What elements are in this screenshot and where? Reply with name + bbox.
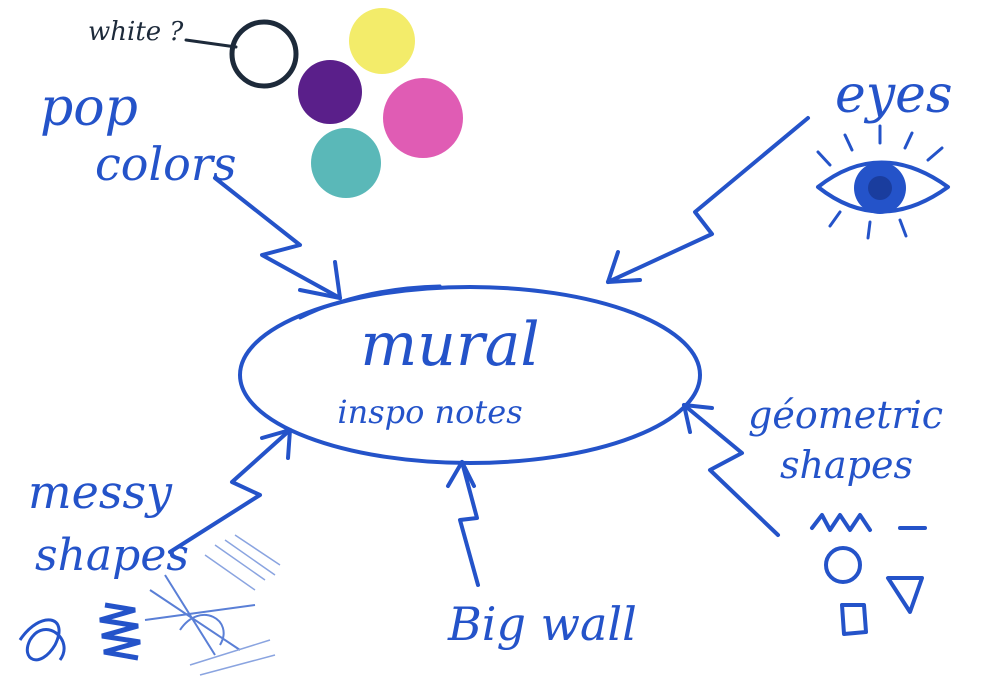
zigzag-shape <box>810 513 872 532</box>
central-subtitle: inspo notes <box>337 393 522 431</box>
pink-swatch <box>383 78 463 158</box>
arrowhead-eyes <box>606 250 642 284</box>
arrowhead-pop-colors <box>298 260 342 300</box>
node-pop-colors-line1: pop <box>40 78 138 138</box>
central-oval-sketch-stroke <box>298 284 442 320</box>
arrow-big-wall <box>458 460 480 587</box>
white-swatch <box>229 19 299 89</box>
color-swatches: white ? <box>88 8 463 198</box>
central-oval <box>238 285 702 465</box>
node-big-wall-label: Big wall <box>447 597 637 651</box>
arrow-messy-shapes <box>168 428 292 554</box>
node-messy-shapes-line2: shapes <box>35 530 189 581</box>
white-note-pointer <box>184 38 238 49</box>
node-geometric-shapes[interactable]: géometric shapes <box>748 393 943 487</box>
node-messy-shapes[interactable]: messy shapes <box>28 465 189 581</box>
triangle-shape <box>886 576 924 614</box>
messy-scribbles <box>18 534 281 676</box>
node-geometric-shapes-line1: géometric <box>748 393 943 437</box>
square-shape <box>840 603 868 636</box>
arrowhead-geometric-shapes <box>682 403 714 434</box>
white-note-label: white ? <box>88 17 184 47</box>
node-messy-shapes-line1: messy <box>28 465 173 519</box>
node-pop-colors[interactable]: pop colors <box>40 78 236 191</box>
circle-shape <box>824 546 862 584</box>
node-geometric-shapes-line2: shapes <box>780 443 913 487</box>
node-eyes[interactable]: eyes <box>835 65 953 125</box>
arrow-pop-colors <box>213 176 342 300</box>
arrow-eyes <box>606 116 810 284</box>
central-title: mural <box>360 310 539 380</box>
yellow-swatch <box>349 8 415 74</box>
node-eyes-label: eyes <box>835 65 953 125</box>
central-node[interactable]: mural inspo notes <box>238 284 702 465</box>
eye-icon <box>816 124 950 240</box>
geometric-icons <box>810 513 927 636</box>
node-big-wall[interactable]: Big wall <box>447 597 637 651</box>
node-pop-colors-line2: colors <box>95 137 236 191</box>
arrow-geometric-shapes <box>682 403 780 537</box>
teal-swatch <box>311 128 381 198</box>
purple-swatch <box>298 60 362 124</box>
arrowhead-messy-shapes <box>260 428 292 460</box>
arrowhead-big-wall <box>446 460 476 488</box>
